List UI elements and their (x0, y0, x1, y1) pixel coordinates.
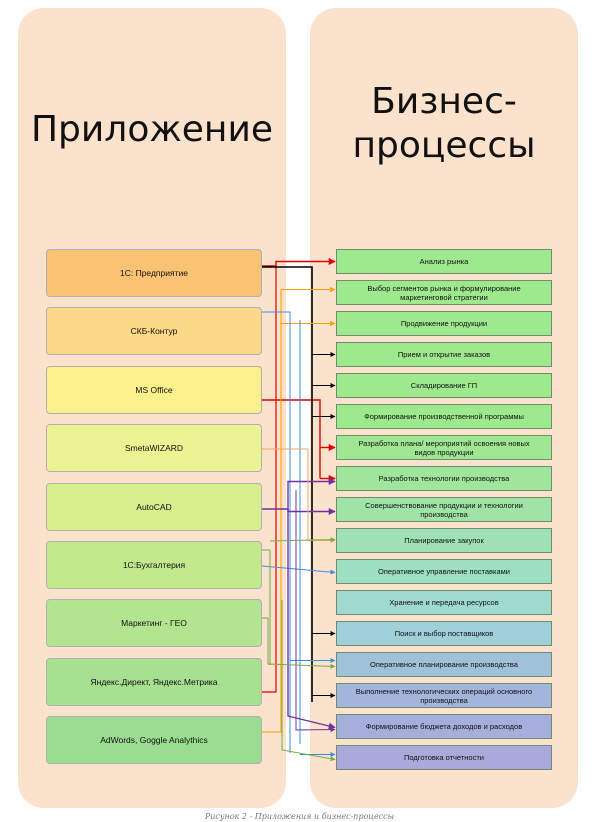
process-box: Разработка плана/ мероприятий освоения н… (336, 435, 552, 460)
connector-line (262, 266, 313, 702)
process-box: Поиск и выбор поставщиков (336, 621, 552, 646)
connector-line (281, 600, 336, 762)
applications-title: Приложение (30, 109, 273, 150)
figure-caption: Рисунок 2 - Приложения и бизнес-процессы (204, 812, 395, 821)
process-box: Совершенствование продукции и технологии… (336, 497, 552, 522)
process-box: Прием и открытие заказов (336, 342, 552, 367)
process-box: Складирование ГП (336, 373, 552, 398)
connector-line (262, 617, 336, 669)
connector-line (261, 565, 336, 575)
process-box: Выполнение технологических операций осно… (336, 683, 552, 708)
connector-line (295, 490, 336, 733)
process-box: Формирование производственной программы (336, 404, 552, 429)
application-box: Маркетинг - ГЕО (46, 599, 262, 647)
connector-line (262, 311, 291, 753)
process-box: Оперативное планирование производства (336, 652, 552, 677)
application-box: СКБ-Контур (46, 307, 262, 355)
process-box: Планирование закупок (336, 528, 552, 553)
connector-line (262, 478, 336, 510)
application-box: AutoCAD (46, 483, 262, 531)
connector-line (262, 266, 277, 693)
process-box: Оперативное управление поставками (336, 559, 552, 584)
connector-line (262, 260, 320, 267)
process-box: Формирование бюджета доходов и расходов (336, 714, 552, 739)
connector-line (262, 448, 336, 543)
connector-line (262, 289, 282, 733)
process-box: Анализ рынка (336, 249, 552, 274)
application-box: 1С: Предприятие (46, 249, 262, 297)
business-processes-title: Бизнес- процессы (352, 81, 536, 166)
connector-line (262, 549, 271, 665)
application-box: Яндекс.Директ, Яндекс.Метрика (46, 658, 262, 706)
process-box: Продвижение продукции (336, 311, 552, 336)
connector-line (269, 537, 336, 543)
application-box: SmetaWIZARD (46, 424, 262, 472)
process-box: Хранение и передача ресурсов (336, 590, 552, 615)
application-box: MS Office (46, 366, 262, 414)
process-box: Подготовка отчетности (336, 745, 552, 770)
process-box: Выбор сегментов рынка и формулирование м… (336, 280, 552, 305)
process-box: Разработка технологии производства (336, 466, 552, 491)
application-box: AdWords, Goggle Analythics (46, 716, 262, 764)
application-box: 1С:Бухгалтерия (46, 541, 262, 589)
connector-line (287, 509, 336, 730)
